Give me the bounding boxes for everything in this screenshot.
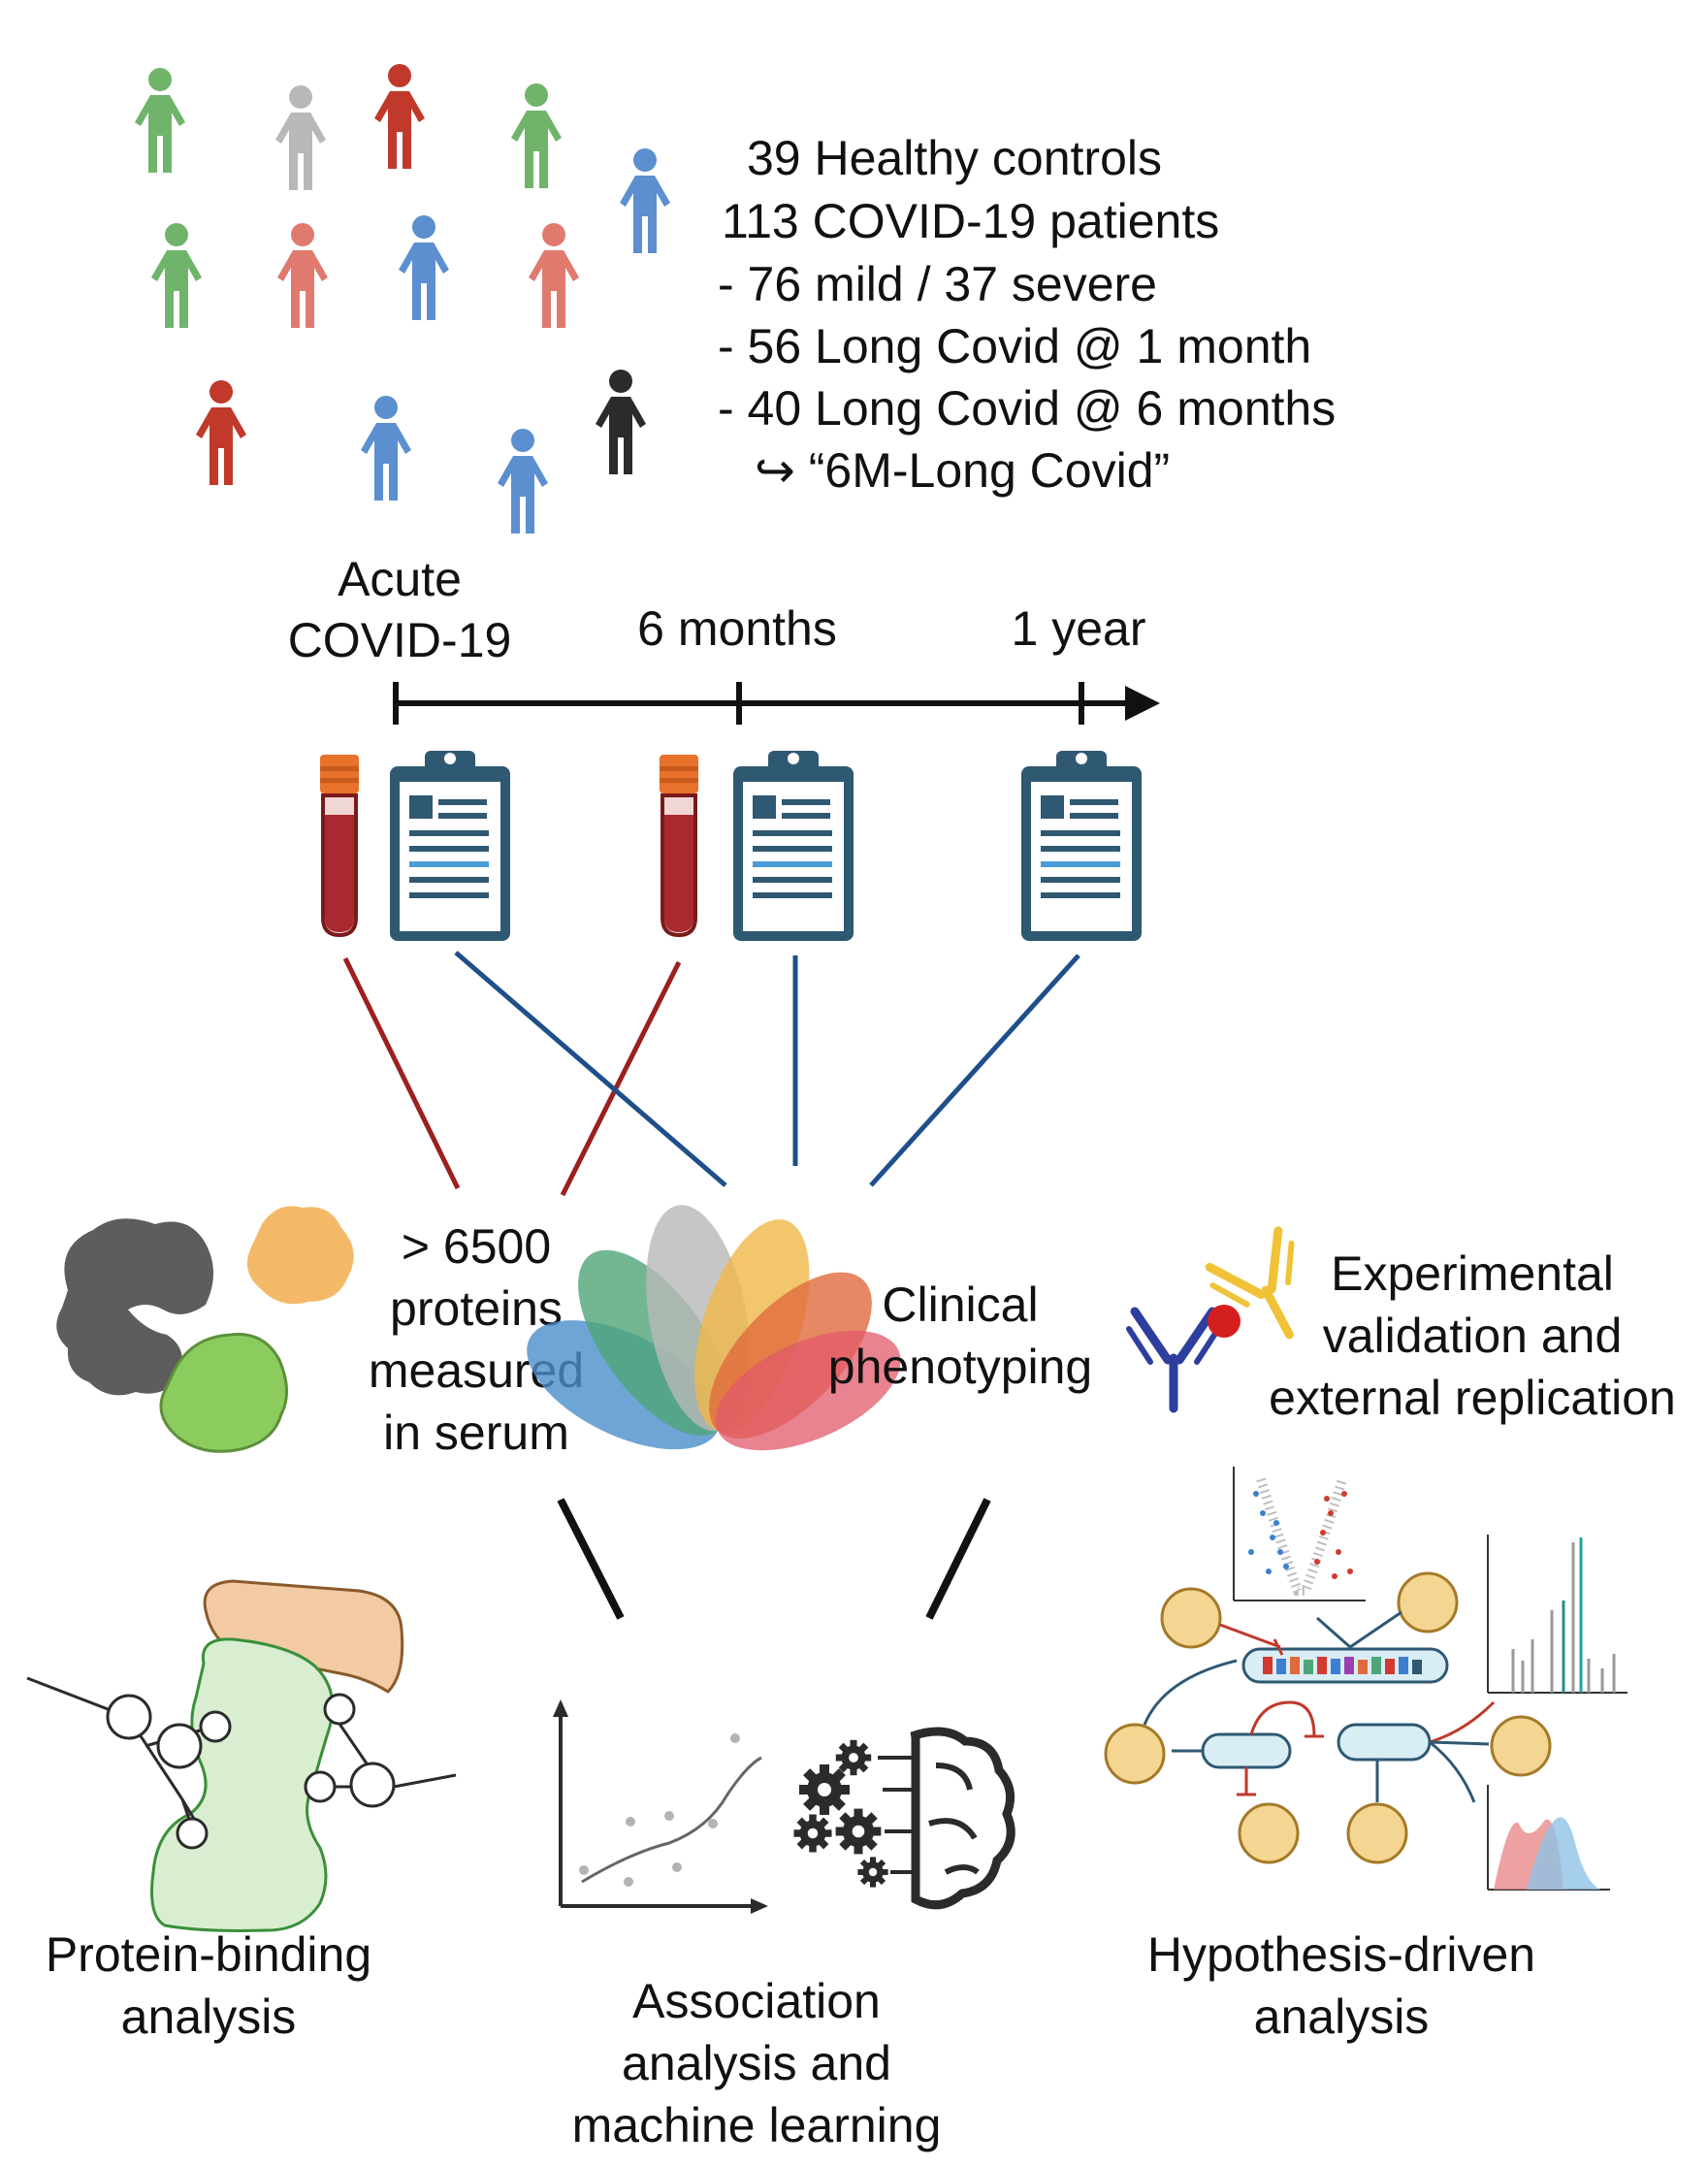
- clipboard-icon: [390, 751, 510, 941]
- gene-sequence: [1263, 1657, 1422, 1674]
- proteins-label: > 6500: [402, 1219, 551, 1274]
- scatter-plot-icon: [553, 1699, 768, 1914]
- cohort-line: 39 Healthy controls: [747, 131, 1162, 185]
- orange-protein-icon: [246, 1206, 354, 1305]
- volcano-plot-icon: [1233, 1467, 1366, 1601]
- person-icon: [620, 148, 670, 253]
- blood-tube-icon: [318, 753, 361, 937]
- experimental-label: validation and: [1323, 1309, 1623, 1363]
- person-icon: [511, 83, 562, 188]
- phenotype-fan-icon: [527, 1205, 901, 1451]
- person-icon: [135, 68, 185, 173]
- proteins-label: in serum: [383, 1406, 569, 1460]
- machine-learning-icon: [793, 1727, 1015, 1910]
- cohort-line: 113 COVID-19 patients: [722, 194, 1219, 248]
- person-icon: [277, 223, 328, 328]
- experimental-label: Experimental: [1331, 1246, 1614, 1301]
- brain-icon: [910, 1727, 1015, 1910]
- analysis-connector: [557, 1498, 625, 1620]
- protein-binding-label: analysis: [121, 1989, 297, 2044]
- timeline: Acute COVID-19 6 months 1 year: [288, 552, 1160, 725]
- timeline-label-6-months: 6 months: [637, 601, 837, 656]
- person-icon: [361, 396, 411, 501]
- patient-cohort-icons: [135, 64, 670, 534]
- cohort-line: - 40 Long Covid @ 6 months: [718, 381, 1336, 436]
- antibody-icon: [1129, 1228, 1329, 1408]
- pathway-capsule: [1337, 1723, 1432, 1762]
- gear-icon: [835, 1739, 872, 1776]
- serum-connector: [342, 956, 461, 1190]
- spectrum-plot-icon: [1487, 1535, 1627, 1694]
- timeline-label-acute: Acute: [338, 552, 462, 606]
- clinical-connector: [869, 954, 1080, 1187]
- person-icon: [498, 429, 548, 534]
- proteins-label: proteins: [390, 1281, 563, 1336]
- person-icon: [596, 370, 646, 474]
- cohort-line: - 76 mild / 37 severe: [718, 257, 1157, 311]
- gear-icon: [793, 1814, 832, 1853]
- green-protein-icon: [159, 1333, 288, 1453]
- person-icon: [196, 380, 246, 485]
- pathway-arrows: [1143, 1610, 1496, 1803]
- gear-icon: [857, 1857, 888, 1888]
- person-icon: [399, 215, 449, 320]
- density-plot-icon: [1487, 1785, 1610, 1891]
- timeline-label-acute: COVID-19: [288, 613, 512, 667]
- analysis-connector: [925, 1498, 991, 1620]
- cohort-summary: 39 Healthy controls 113 COVID-19 patient…: [718, 131, 1336, 498]
- clinical-label: Clinical: [882, 1278, 1038, 1332]
- pathway-capsule: [1201, 1732, 1292, 1769]
- clinical-label: phenotyping: [828, 1340, 1092, 1394]
- protein-structures-icon: [56, 1206, 354, 1453]
- gear-icon: [835, 1808, 882, 1855]
- clipboard-icon: [733, 751, 854, 941]
- hypothesis-label: Hypothesis-driven: [1147, 1927, 1535, 1982]
- blood-tube-icon: [658, 753, 700, 937]
- gray-protein-icon: [56, 1218, 214, 1396]
- person-icon: [275, 85, 326, 190]
- person-icon: [374, 64, 425, 169]
- cohort-line: ↪ “6M-Long Covid”: [755, 443, 1170, 498]
- cohort-line: - 56 Long Covid @ 1 month: [718, 319, 1311, 373]
- person-icon: [151, 223, 202, 328]
- clipboard-icon: [1021, 751, 1142, 941]
- pathway-nodes: [1104, 1571, 1552, 1864]
- sampling-icons: [318, 751, 1142, 941]
- association-label: Association: [632, 1974, 881, 2028]
- clinical-connector: [454, 951, 727, 1187]
- association-label: machine learning: [572, 2098, 942, 2152]
- protein-binding-illustration: [26, 1579, 457, 1932]
- person-icon: [529, 223, 579, 328]
- association-label: analysis and: [622, 2036, 891, 2090]
- protein-binding-label: Protein-binding: [46, 1927, 371, 1982]
- serum-connector: [560, 960, 682, 1197]
- timeline-arrowhead: [1125, 686, 1160, 721]
- hypothesis-pathway-illustration: [1104, 1467, 1627, 1891]
- aptamer-icon: [26, 1676, 457, 1850]
- timeline-label-1-year: 1 year: [1012, 601, 1146, 656]
- gear-icon: [799, 1764, 850, 1815]
- antigen-icon: [1208, 1305, 1241, 1338]
- experimental-label: external replication: [1269, 1371, 1676, 1425]
- connector-lines: [342, 951, 1080, 1197]
- hypothesis-label: analysis: [1254, 1989, 1430, 2044]
